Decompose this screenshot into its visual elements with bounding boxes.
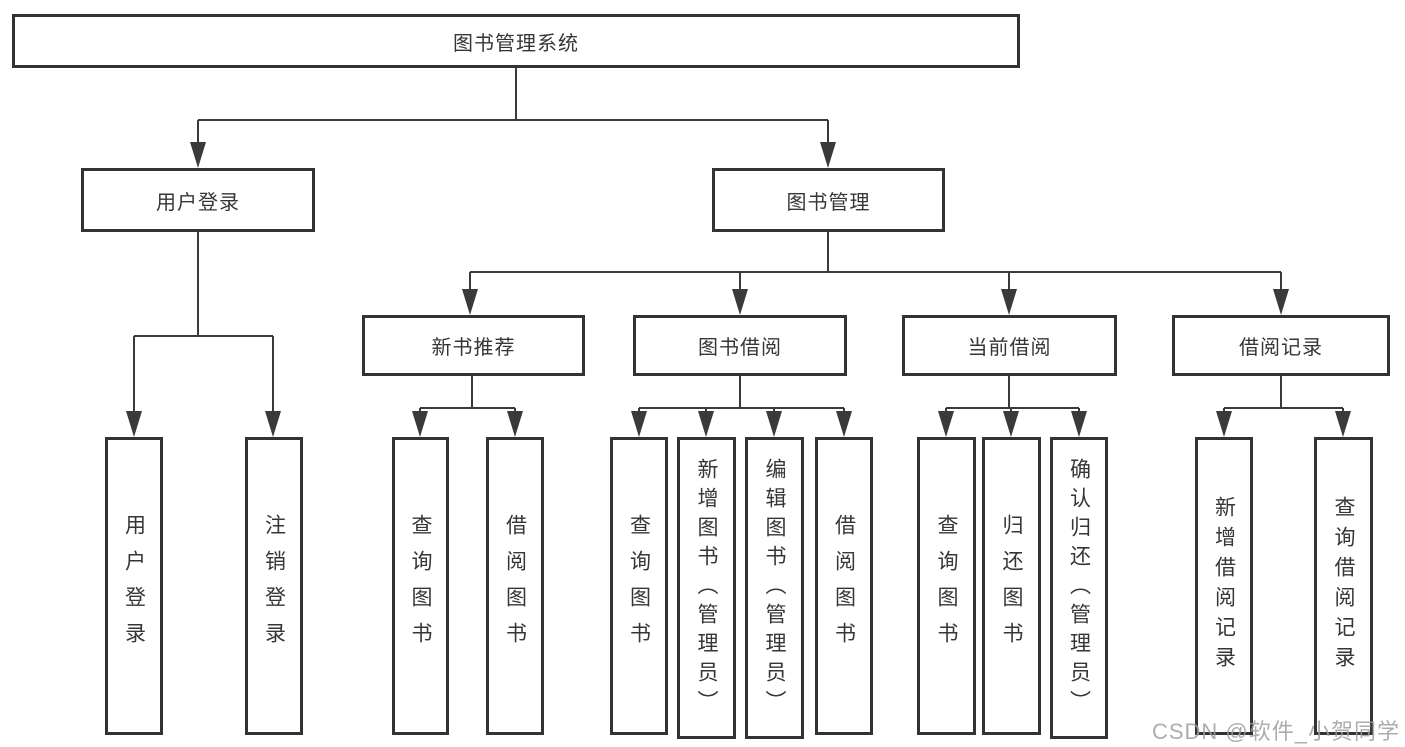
leaf-logout-label: 注销登录 [262,514,286,658]
node-borrow-record: 借阅记录 [1172,315,1390,376]
node-current-borrow-label: 当前借阅 [967,337,1052,359]
leaf-query-borrow-record-label: 查询借阅记录 [1332,496,1355,676]
node-new-book-recommend: 新书推荐 [362,315,585,376]
node-borrow-record-label: 借阅记录 [1239,337,1323,359]
leaf-query-borrow-record: 查询借阅记录 [1314,437,1373,735]
node-book-management-branch: 图书管理 [712,168,945,232]
leaf-borrow-books-label: 借阅图书 [832,514,856,658]
node-user-login-branch: 用户登录 [81,168,315,232]
leaf-current-query-books: 查询图书 [917,437,976,735]
tree-edges [133,68,1344,414]
leaf-recommend-query-books-label: 查询图书 [409,514,432,658]
leaf-return-books: 归还图书 [982,437,1041,735]
leaf-borrow-books: 借阅图书 [815,437,873,735]
leaf-add-book-admin: 新增图书（管理员） [677,437,736,739]
leaf-edit-book-admin: 编辑图书（管理员） [745,437,804,739]
node-book-borrow: 图书借阅 [633,315,847,376]
leaf-return-books-label: 归还图书 [1000,514,1023,658]
node-user-login-branch-label: 用户登录 [156,191,240,214]
node-book-borrow-label: 图书借阅 [698,337,782,359]
leaf-confirm-return-admin: 确认归还（管理员） [1050,437,1108,739]
node-book-management-branch-label: 图书管理 [786,191,871,214]
csdn-watermark: CSDN @软件_小贺同学 [1151,719,1400,744]
leaf-confirm-return-admin-label: 确认归还（管理员） [1067,457,1091,719]
leaf-edit-book-admin-label: 编辑图书（管理员） [763,457,786,719]
node-system-root-label: 图书管理系统 [453,32,579,55]
leaf-add-borrow-record-label: 新增借阅记录 [1212,496,1236,676]
leaf-user-login: 用户登录 [105,437,163,735]
leaf-borrow-query-books-label: 查询图书 [627,514,651,658]
leaf-logout: 注销登录 [245,437,303,735]
leaf-add-borrow-record: 新增借阅记录 [1195,437,1253,735]
leaf-recommend-query-books: 查询图书 [392,437,449,735]
node-system-root: 图书管理系统 [12,14,1020,68]
leaf-current-query-books-label: 查询图书 [935,514,958,658]
leaf-add-book-admin-label: 新增图书（管理员） [695,457,718,719]
leaf-user-login-label: 用户登录 [122,514,146,658]
leaf-recommend-borrow-books: 借阅图书 [486,437,544,735]
node-new-book-recommend-label: 新书推荐 [431,337,516,359]
node-current-borrow: 当前借阅 [902,315,1117,376]
leaf-recommend-borrow-books-label: 借阅图书 [503,514,527,658]
arrowheads [126,142,1351,437]
leaf-borrow-query-books: 查询图书 [610,437,668,735]
